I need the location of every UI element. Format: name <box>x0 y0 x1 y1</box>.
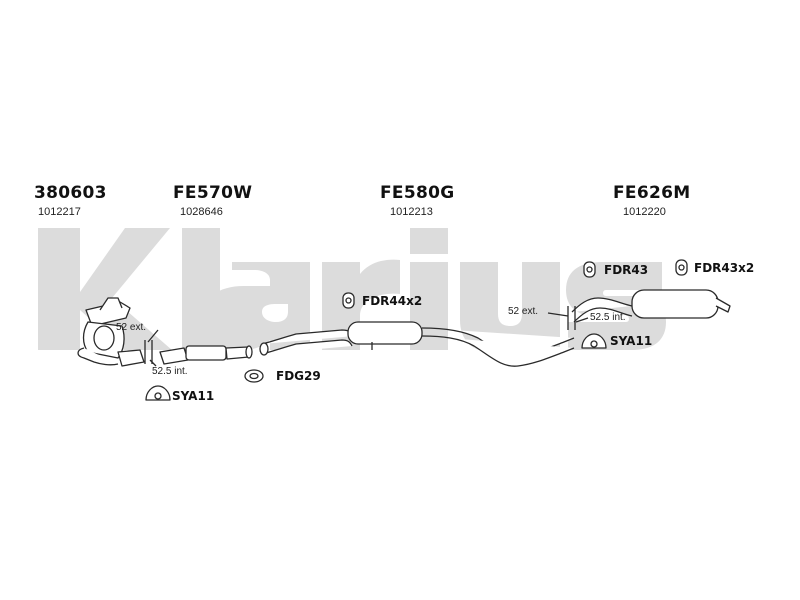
hanger-r1-label: FDR43 <box>604 263 649 277</box>
mount-right-icon <box>581 333 607 349</box>
gasket-label: FDG29 <box>276 369 321 383</box>
hanger-mid-icon <box>342 292 355 309</box>
mount-right-label: SYA11 <box>610 334 653 348</box>
part-number-2: 1028646 <box>180 206 223 218</box>
catalytic-converter <box>77 297 145 367</box>
hanger-r2-label: FDR43x2 <box>694 261 755 275</box>
clamp-right <box>567 306 576 330</box>
flex-pipe <box>159 345 253 365</box>
part-code-4: FE626M <box>613 183 691 203</box>
intermediate-pipe <box>259 321 575 367</box>
mount-left-label: SYA11 <box>172 389 215 403</box>
int-note-right: 52.5 int. <box>590 312 626 323</box>
mount-left-icon <box>145 385 171 401</box>
gasket-icon <box>244 369 264 383</box>
hanger-mid-label: FDR44x2 <box>362 294 423 308</box>
part-code-2: FE570W <box>173 183 253 203</box>
ext-note-right: 52 ext. <box>508 306 539 317</box>
part-number-3: 1012213 <box>390 206 433 218</box>
int-note-left: 52.5 int. <box>152 366 188 377</box>
rear-silencer <box>571 289 731 323</box>
hanger-r1-icon <box>583 261 596 278</box>
hanger-r2-icon <box>675 259 688 276</box>
part-number-1: 1012217 <box>38 206 81 218</box>
part-code-3: FE580G <box>380 183 455 203</box>
clamp-left <box>144 340 153 364</box>
ext-note-left: 52 ext. <box>116 322 147 333</box>
part-number-4: 1012220 <box>623 206 666 218</box>
part-code-1: 380603 <box>34 183 107 203</box>
